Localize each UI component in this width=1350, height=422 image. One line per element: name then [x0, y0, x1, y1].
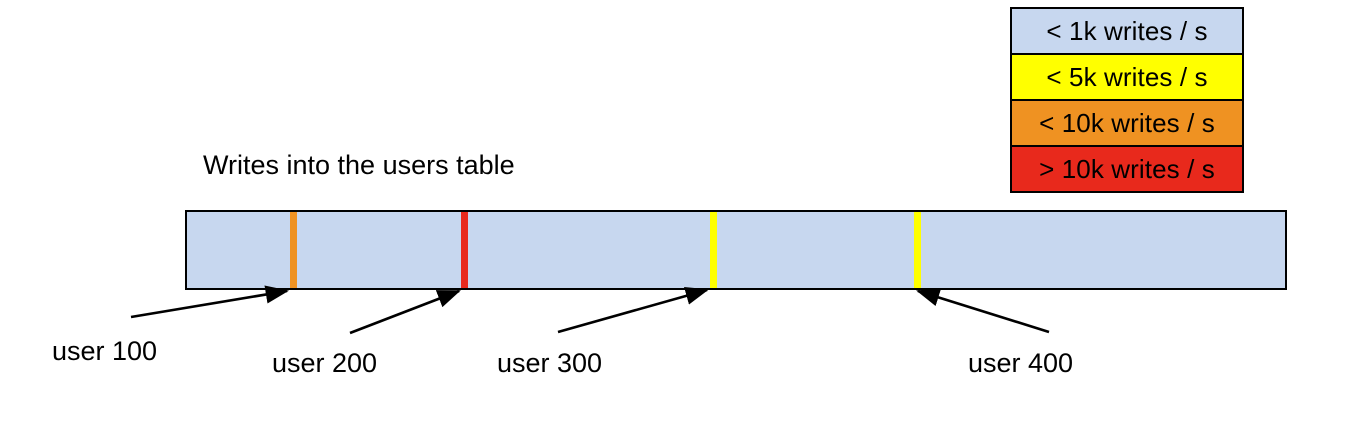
legend-label-low: < 1k writes / s [1046, 16, 1208, 46]
user-300-stripe [710, 212, 717, 288]
legend-box: < 1k writes / s < 5k writes / s < 10k wr… [1010, 7, 1244, 193]
callout-label-user-200: user 200 [272, 348, 378, 378]
callout-label-user-300: user 300 [497, 348, 603, 378]
arrow-user-100 [130, 285, 290, 319]
user-200-stripe [461, 212, 468, 288]
arrow-user-300 [557, 287, 710, 334]
diagram-title: Writes into the users table [203, 150, 515, 180]
callout-label-user-100: user 100 [52, 336, 158, 366]
legend-label-high: < 10k writes / s [1039, 108, 1215, 138]
legend-label-critical: > 10k writes / s [1039, 154, 1215, 184]
legend-row-critical: > 10k writes / s [1012, 147, 1242, 191]
user-100-stripe [290, 212, 297, 288]
users-table-bar [185, 210, 1287, 290]
arrow-user-200 [349, 289, 461, 335]
user-400-stripe [914, 212, 921, 288]
legend-row-mid: < 5k writes / s [1012, 55, 1242, 101]
legend-row-high: < 10k writes / s [1012, 101, 1242, 147]
callout-label-user-400: user 400 [968, 348, 1074, 378]
legend-label-mid: < 5k writes / s [1046, 62, 1208, 92]
arrow-user-400 [916, 288, 1050, 334]
legend-row-low: < 1k writes / s [1012, 9, 1242, 55]
